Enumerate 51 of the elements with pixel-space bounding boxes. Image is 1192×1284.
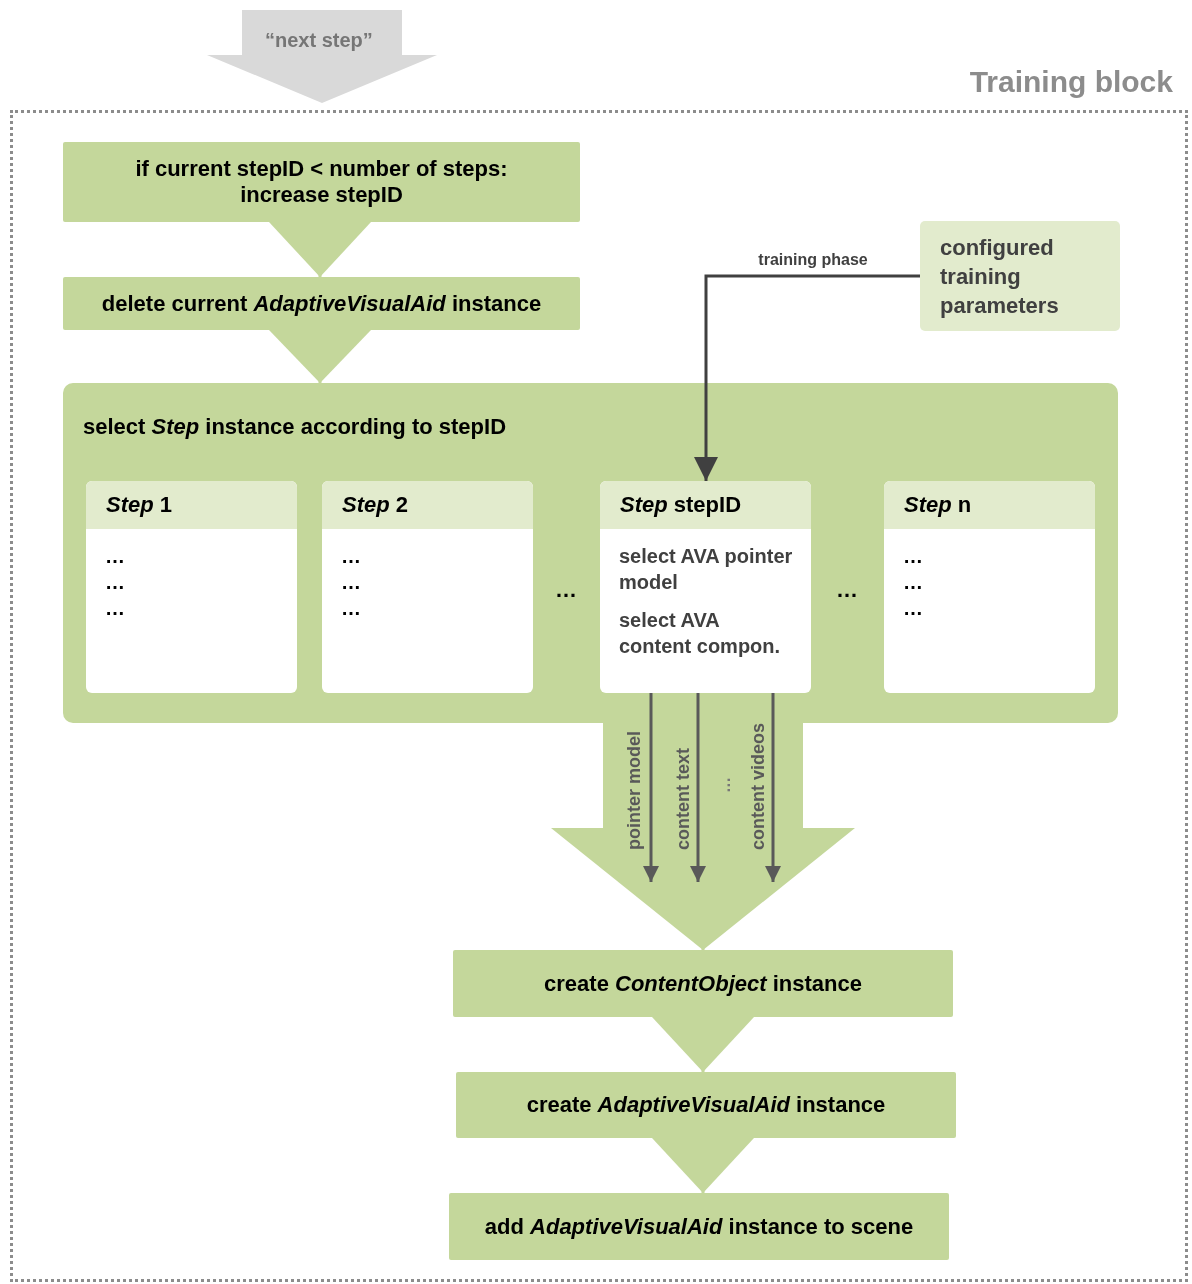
step-card	[86, 481, 297, 693]
edge-label: pointer model	[624, 731, 644, 850]
ellipsis-text: …	[341, 544, 361, 569]
card-heading: Step n	[884, 481, 1095, 529]
ellipsis-text: …	[555, 577, 577, 603]
ellipsis-text: …	[105, 596, 125, 621]
panel-heading: select Step instance according to stepID	[83, 414, 507, 440]
step-card	[322, 481, 533, 693]
card-heading: Step stepID	[600, 481, 811, 529]
ellipsis-text: …	[105, 570, 125, 595]
card-heading: Step 1	[86, 481, 297, 529]
ellipsis-text: …	[105, 544, 125, 569]
box-text: create ContentObject instance	[544, 970, 862, 997]
arrow-label: “next step”	[265, 29, 373, 52]
process-box	[449, 1193, 949, 1260]
process-box	[456, 1072, 956, 1138]
ellipsis-text: …	[341, 570, 361, 595]
process-box	[453, 950, 953, 1017]
arrow	[694, 274, 920, 481]
box-text: delete current AdaptiveVisualAid instance	[101, 290, 542, 317]
process-box	[63, 277, 580, 330]
edge-label: content text	[673, 748, 693, 850]
chevron-arrow	[269, 330, 371, 383]
block-arrow	[207, 10, 437, 103]
ellipsis-text: …	[716, 777, 734, 793]
ellipsis-text: …	[341, 596, 361, 621]
box-text: create AdaptiveVisualAid instance	[526, 1092, 886, 1118]
ellipsis-text: …	[836, 577, 858, 603]
box-text: configured training parameters	[940, 234, 1060, 320]
step-card	[600, 481, 811, 693]
edge-label: content videos	[748, 722, 768, 850]
process-box	[63, 142, 580, 222]
box-text: add AdaptiveVisualAid instance to scene	[484, 1213, 914, 1240]
card-text: select AVA content compon.	[619, 608, 782, 659]
step-card	[884, 481, 1095, 693]
ellipsis-text: …	[903, 596, 923, 621]
frame-title: Training block	[969, 65, 1173, 99]
card-text: select AVA pointer model	[619, 544, 794, 595]
arrow	[765, 693, 781, 882]
arrow	[690, 693, 706, 882]
arrow	[643, 693, 659, 882]
chevron-arrow	[652, 1017, 754, 1072]
chevron-arrow	[652, 1138, 754, 1193]
ellipsis-text: …	[903, 544, 923, 569]
edge-label: training phase	[758, 251, 868, 269]
group-panel	[63, 383, 1118, 723]
card-heading: Step 2	[322, 481, 533, 529]
box-text: if current stepID < number of steps: increase stepID	[134, 156, 509, 208]
chevron-arrow	[269, 222, 371, 277]
ellipsis-text: …	[903, 570, 923, 595]
parameter-box	[920, 221, 1120, 331]
